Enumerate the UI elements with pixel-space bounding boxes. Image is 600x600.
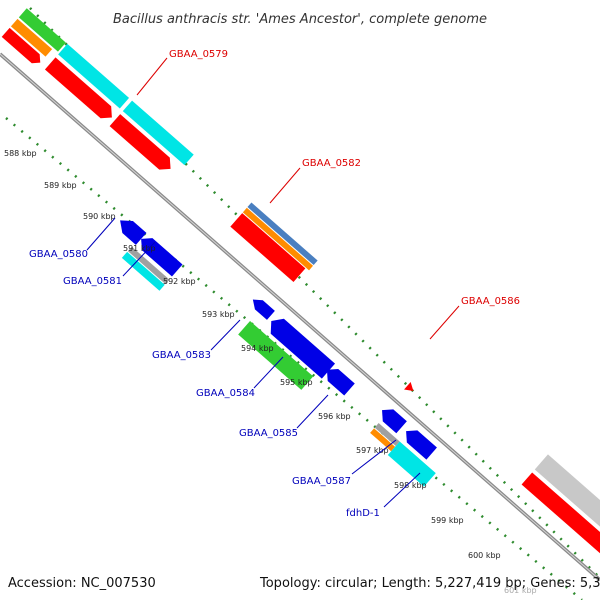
callout-line xyxy=(253,356,284,389)
kbp-label: 601 kbp xyxy=(504,586,537,595)
map-title: Bacillus anthracis str. 'Ames Ancestor',… xyxy=(113,12,487,27)
gene-feature[interactable] xyxy=(18,8,66,52)
gene-arrow[interactable] xyxy=(521,472,600,578)
kbp-label: 588 kbp xyxy=(4,149,37,158)
gene-feature[interactable] xyxy=(238,320,314,390)
gene-arrow[interactable] xyxy=(1,27,45,67)
gene-feature[interactable] xyxy=(387,441,436,487)
gene-arrow[interactable] xyxy=(109,114,176,175)
gene-feature[interactable] xyxy=(230,213,306,282)
callout-line xyxy=(122,241,156,277)
forward-gene-callouts: GBAA_0579 GBAA_0582 GBAA_0586 xyxy=(136,49,520,340)
gene-label-gbaa-0587[interactable]: GBAA_0587 xyxy=(292,476,351,487)
outer-tick-ring xyxy=(29,7,599,577)
gene-label-fdhd-1[interactable]: fdhD-1 xyxy=(346,508,380,519)
callout-line xyxy=(383,472,421,508)
gene-arrow[interactable] xyxy=(249,295,275,320)
gene-label-gbaa-0586[interactable]: GBAA_0586 xyxy=(461,296,520,307)
kbp-label: 591 kbp xyxy=(123,244,156,253)
kbp-label: 590 kbp xyxy=(83,212,116,221)
callout-line xyxy=(351,439,397,475)
kbp-label: 594 kbp xyxy=(241,344,274,353)
callout-line xyxy=(296,394,329,429)
gene-label-gbaa-0582[interactable]: GBAA_0582 xyxy=(302,158,361,169)
kbp-label: 599 kbp xyxy=(431,516,464,525)
gene-arrow[interactable] xyxy=(265,313,336,379)
gene-label-gbaa-0580[interactable]: GBAA_0580 xyxy=(29,249,88,260)
kbp-label: 597 kbp xyxy=(356,446,389,455)
gene-arrow[interactable] xyxy=(401,425,437,460)
gene-feature[interactable] xyxy=(534,454,600,562)
gene-arrow[interactable] xyxy=(115,214,147,245)
kbp-label: 595 kbp xyxy=(280,378,313,387)
topology-summary: Topology: circular; Length: 5,227,419 bp… xyxy=(259,576,600,591)
kbp-label: 598 kbp xyxy=(394,481,427,490)
gene-label-gbaa-0584[interactable]: GBAA_0584 xyxy=(196,388,255,399)
callout-line xyxy=(86,217,116,251)
kbp-label: 593 kbp xyxy=(202,310,235,319)
gene-label-gbaa-0579[interactable]: GBAA_0579 xyxy=(169,49,228,60)
kbp-label: 600 kbp xyxy=(468,551,501,560)
gene-feature[interactable] xyxy=(247,202,318,266)
gene-feature[interactable] xyxy=(58,43,130,109)
callout-line xyxy=(269,167,301,204)
accession-text: Accession: NC_007530 xyxy=(8,576,156,591)
gene-label-gbaa-0583[interactable]: GBAA_0583 xyxy=(152,350,211,361)
kbp-label: 592 kbp xyxy=(163,277,196,286)
kbp-label: 596 kbp xyxy=(318,412,351,421)
gene-feature[interactable] xyxy=(122,100,194,166)
genome-backbone-highlight xyxy=(0,53,600,581)
gene-arrow[interactable] xyxy=(377,404,407,434)
gene-feature[interactable] xyxy=(10,18,53,57)
reverse-gene-callouts: GBAA_0580 GBAA_0581 GBAA_0583 GBAA_0584 … xyxy=(29,217,421,519)
gene-label-gbaa-0581[interactable]: GBAA_0581 xyxy=(63,276,122,287)
gene-arrow[interactable] xyxy=(136,233,183,277)
reverse-strand-features xyxy=(115,214,437,487)
gene-label-gbaa-0585[interactable]: GBAA_0585 xyxy=(239,428,298,439)
gene-feature[interactable] xyxy=(121,251,165,291)
inner-tick-ring xyxy=(5,117,583,600)
callout-line xyxy=(136,57,168,96)
callout-line xyxy=(429,305,460,340)
kbp-label: 589 kbp xyxy=(44,181,77,190)
gene-feature[interactable] xyxy=(127,246,170,285)
gene-arrow[interactable] xyxy=(44,57,117,123)
callout-line xyxy=(210,319,241,351)
gene-feature[interactable] xyxy=(374,423,400,447)
gene-feature[interactable] xyxy=(242,207,314,271)
forward-strand-features xyxy=(1,8,600,578)
gene-arrow-small[interactable] xyxy=(404,381,417,395)
gene-arrow[interactable] xyxy=(322,364,355,396)
kbp-labels: 588 kbp 589 kbp 590 kbp 591 kbp 592 kbp … xyxy=(4,149,537,595)
